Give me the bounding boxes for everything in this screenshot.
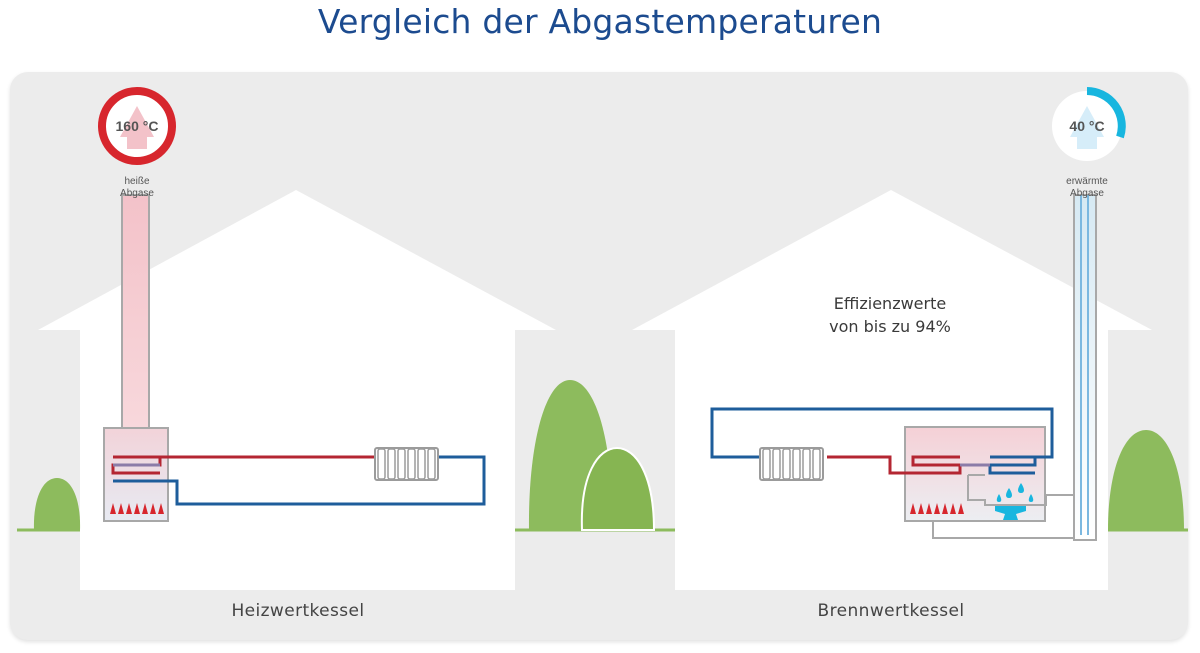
left-return-water-pipe (113, 455, 486, 506)
warm-exhaust-caption-line-2: Abgase (1070, 188, 1104, 199)
efficiency-note-line-2: von bis zu 94% (829, 317, 951, 336)
tree-right-icon (1108, 430, 1184, 530)
right-radiator-icon (759, 447, 824, 481)
water-drop-icon (996, 483, 1034, 502)
hot-exhaust-caption: heiße Abgase (87, 176, 187, 200)
cold-temperature-gauge (1052, 87, 1126, 161)
hot-flue-pipe (121, 194, 150, 431)
page-title: Vergleich der Abgastemperaturen (317, 2, 883, 41)
hot-temperature-gauge (98, 87, 176, 165)
efficiency-note-line-1: Effizienzwerte (833, 294, 947, 313)
hot-exhaust-caption-line-2: Abgase (120, 188, 154, 199)
left-flame-icon (110, 503, 164, 514)
condensate-tray-icon (995, 506, 1026, 520)
left-house-label: Heizwertkessel (231, 601, 365, 621)
right-return-water-pipe (710, 407, 1054, 475)
warm-exhaust-caption-line-1: erwärmte (1066, 176, 1108, 187)
right-house-label: Brennwertkessel (817, 601, 965, 621)
warm-exhaust-caption: erwärmte Abgase (1037, 176, 1137, 200)
hot-temperature-value: 160 °C (115, 118, 159, 134)
efficiency-note: Effizienzwerte von bis zu 94% (795, 292, 985, 338)
hot-up-arrow-icon (120, 106, 154, 149)
right-hot-water-pipe (827, 455, 962, 475)
tree-left-icon (33, 478, 81, 530)
left-radiator-icon (374, 447, 439, 481)
cold-up-arrow-icon (1070, 106, 1104, 149)
condensing-flue-pipe (1073, 194, 1097, 541)
cold-gauge-progress (1086, 87, 1126, 139)
flue-inner-lines (1080, 195, 1089, 535)
cold-temperature-value: 40 °C (1069, 118, 1105, 134)
boiler-inner-channel (967, 474, 1074, 506)
tree-middle-small-icon (580, 446, 656, 531)
left-house (38, 190, 556, 590)
condensate-pipe (932, 520, 1074, 539)
hot-exhaust-caption-line-1: heiße (124, 176, 150, 187)
right-flame-icon (910, 503, 964, 514)
